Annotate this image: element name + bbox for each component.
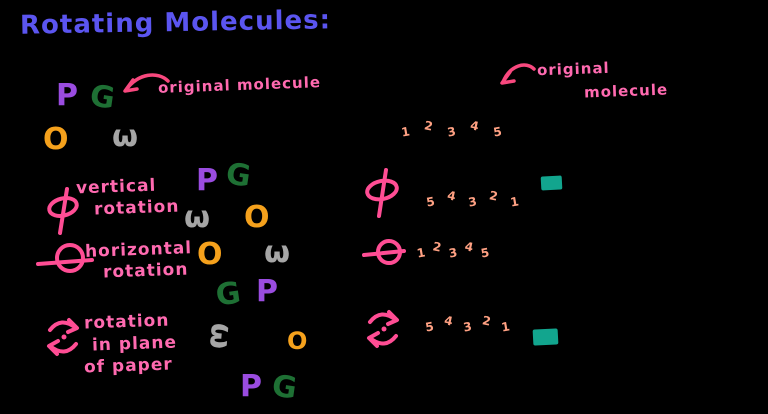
teal-highlight-block [540,175,563,191]
horizontal-rotation-axis-icon [362,239,406,265]
original-molecule-label: original molecule [157,73,322,97]
chain-atom: 5 [479,245,491,261]
chain-atom: 3 [467,194,478,210]
chain-atom: 5 [425,194,436,210]
atom-G: G [269,368,300,407]
atom-W: ω [184,200,211,235]
atom-O: O [43,122,69,157]
chain-atom: 4 [463,239,475,255]
chain-atom: 5 [492,124,503,140]
in-plane-rotation-icon [47,318,79,356]
chain-atom: 2 [487,188,500,204]
chain-atom: 2 [431,239,443,255]
atom-G: G [223,156,254,195]
atom-G: G [213,275,243,314]
in-plane-rotation-label-line3: of paper [83,354,174,378]
chain-atom: 1 [509,194,520,210]
chain-atom: 4 [445,188,458,204]
chain-atom: 3 [446,124,457,140]
atom-O: O [287,327,308,355]
in-plane-rotation-label-line2: in plane [91,332,178,356]
in-plane-rotation-icon [367,310,399,348]
horizontal-rotation-label-line1: horizontal [84,238,193,262]
chain-atom: 1 [500,319,511,335]
vertical-rotation-axis-icon [365,168,399,218]
chain-atom: 4 [468,118,481,134]
horizontal-rotation-label-line2: rotation [102,259,189,283]
vertical-rotation-axis-icon [47,187,79,235]
chain-atom: 1 [400,124,411,140]
atom-W: ω [112,119,139,154]
chain-atom: 2 [480,313,493,329]
chain-atom: 3 [462,319,473,335]
original-molecule-label-line2: molecule [583,80,669,102]
atom-O: O [244,200,270,235]
vertical-rotation-label-line1: vertical [75,175,157,199]
page-title: Rotating Molecules: [19,5,332,41]
atom-O: O [197,237,223,272]
atom-G: G [87,78,118,117]
curved-arrow-icon [500,63,536,85]
in-plane-rotation-label-line1: rotation [83,310,170,334]
chain-atom: 5 [424,319,435,335]
horizontal-rotation-axis-icon [36,243,94,273]
teal-highlight-block [532,328,559,346]
chain-atom: 3 [447,245,459,261]
chain-atom: 2 [422,118,435,134]
atom-W: ω [264,235,291,270]
chain-atom: 1 [415,245,427,261]
atom-P: P [196,163,218,198]
chain-atom: 4 [442,313,455,329]
atom-W-rotated: ω [201,321,240,351]
atom-P: P [256,274,278,309]
atom-P: P [240,369,262,404]
original-molecule-label-line1: original [536,58,610,80]
curved-arrow-icon [123,73,170,93]
atom-P: P [56,78,78,113]
vertical-rotation-label-line2: rotation [93,196,180,220]
